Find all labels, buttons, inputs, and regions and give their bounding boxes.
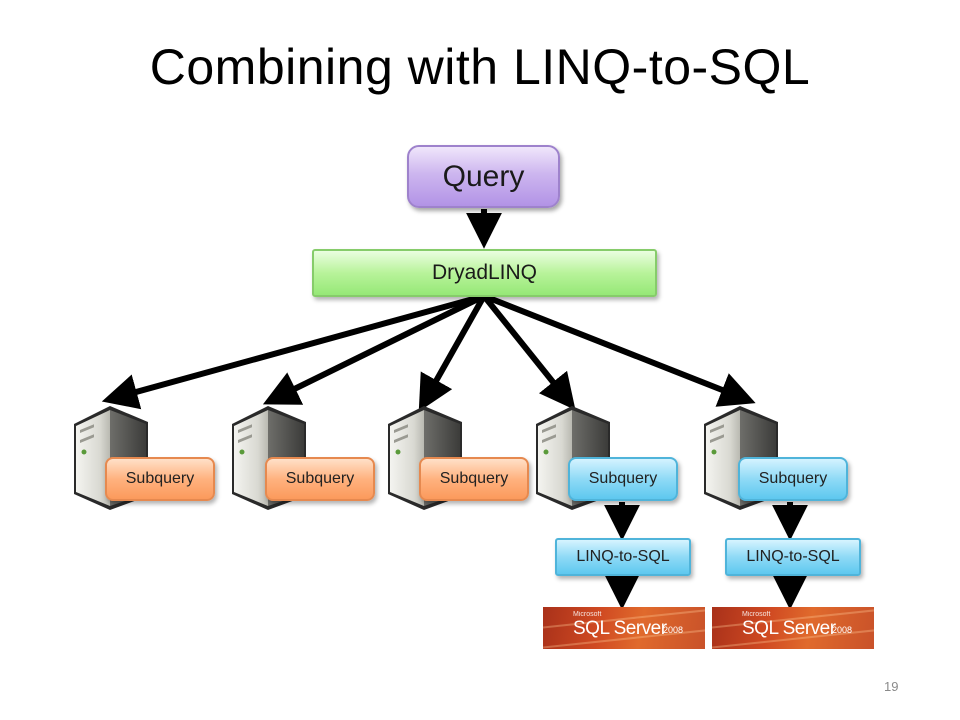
arrow-dryadlinq-to-subquery-2: [262, 293, 486, 405]
sql-server-brand: Microsoft: [742, 611, 771, 618]
subquery-node: Subquery: [419, 457, 529, 501]
sql-server-version: 2008: [663, 625, 684, 635]
sql-server-logo: Microsoft SQL Server 2008: [712, 607, 874, 649]
sql-server-version: 2008: [832, 625, 853, 635]
arrow-dryadlinq-to-subquery-4: [481, 294, 576, 411]
linq-to-sql-node: LINQ-to-SQL: [555, 538, 691, 576]
subquery-node: Subquery: [265, 457, 375, 501]
subquery-node: Subquery: [738, 457, 848, 501]
slide-title: Combining with LINQ-to-SQL: [149, 39, 811, 95]
sql-server-product: SQL Server: [573, 618, 667, 639]
page-number: 19: [884, 679, 899, 694]
arrow-dryadlinq-to-subquery-5: [482, 293, 756, 407]
sql-server-product: SQL Server: [742, 618, 836, 639]
sql-server-logo: Microsoft SQL Server 2008: [543, 607, 705, 649]
dryadlinq-node: DryadLINQ: [312, 249, 657, 297]
query-node: Query: [407, 145, 560, 208]
arrow-dryadlinq-to-subquery-3: [418, 294, 487, 412]
arrow-dryadlinq-to-subquery-1: [101, 293, 485, 410]
linq-to-sql-node: LINQ-to-SQL: [725, 538, 861, 576]
subquery-node: Subquery: [105, 457, 215, 501]
subquery-node: Subquery: [568, 457, 678, 501]
sql-server-brand: Microsoft: [573, 611, 602, 618]
